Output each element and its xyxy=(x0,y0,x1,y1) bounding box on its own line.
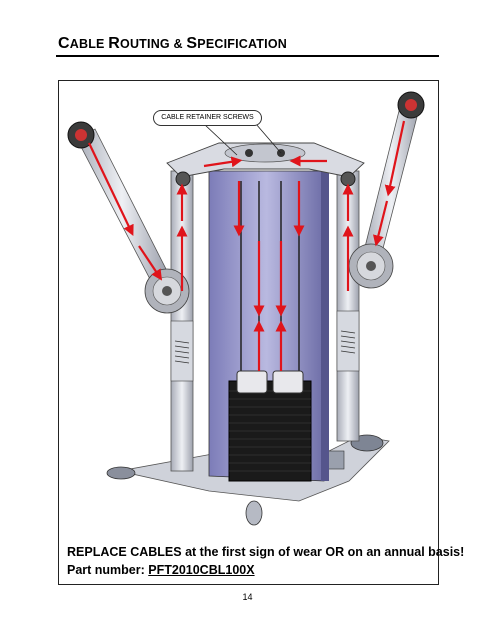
page-number: 14 xyxy=(242,592,253,602)
title-rule xyxy=(56,55,439,57)
figure-frame xyxy=(58,80,439,585)
part-number-line: Part number: PFT2010CBL100X xyxy=(67,563,255,577)
title-part: C xyxy=(58,35,70,52)
cable-route-arrows xyxy=(88,120,406,371)
page-title: CABLE ROUTING & SPECIFICATION xyxy=(58,35,287,53)
title-part: S xyxy=(186,35,198,52)
callout-leaders xyxy=(203,123,282,156)
title-part: ABLE xyxy=(69,37,109,51)
cable-machine-illustration xyxy=(67,91,425,526)
weight-stack xyxy=(228,370,312,482)
left-upright xyxy=(170,170,194,472)
right-upright xyxy=(336,170,360,442)
callout-cable-retainer-screws: CABLE RETAINER SCREWS xyxy=(153,110,262,126)
title-part: R xyxy=(108,35,121,52)
part-number-label: Part number: xyxy=(67,563,149,577)
part-number-value: PFT2010CBL100X xyxy=(148,563,255,577)
title-part: PECIFICATION xyxy=(197,37,287,51)
right-swivel-arm xyxy=(348,91,425,289)
replace-cables-note: REPLACE CABLES at the first sign of wear… xyxy=(67,545,465,559)
title-part: OUTING & xyxy=(120,37,187,51)
